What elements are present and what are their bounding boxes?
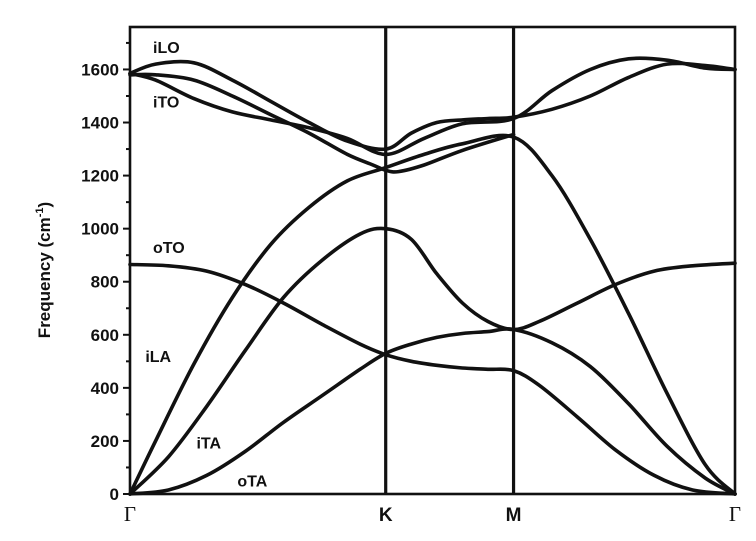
dispersion-branch-2 <box>128 56 737 157</box>
dispersion-branch-1 <box>128 59 737 152</box>
x-tick-label-1: Γ <box>124 502 136 526</box>
dispersion-branch-4 <box>128 133 737 496</box>
x-tick-label-2: K <box>379 505 393 526</box>
y-tick-label: 800 <box>91 273 119 292</box>
branch-label-oto: oTO <box>153 240 185 257</box>
dispersion-branch-5 <box>128 226 737 496</box>
y-tick-label: 1000 <box>81 220 119 239</box>
y-tick-label: 600 <box>91 326 119 345</box>
y-tick-label: 1600 <box>81 60 119 79</box>
y-tick-label: 400 <box>91 379 119 398</box>
dispersion-branch-6 <box>128 262 737 496</box>
x-tick-label-3: M <box>506 505 522 526</box>
branch-label-ota: oTA <box>237 474 267 491</box>
y-axis-label: Frequency (cm-1) <box>34 202 54 338</box>
y-tick-label: 200 <box>91 432 119 451</box>
y-axis-label-close: ) <box>35 202 54 208</box>
y-axis-ticks: 0 200 400 600 800 1000 1200 1400 1600 <box>81 41 130 504</box>
y-tick-label: 1200 <box>81 167 119 186</box>
x-tick-label-4: Γ <box>729 502 741 526</box>
y-tick-label: 1400 <box>81 114 119 133</box>
dispersion-curves <box>128 56 737 496</box>
branch-label-ito: iTO <box>153 94 179 111</box>
y-axis-label-main: Frequency (cm <box>35 217 54 338</box>
y-axis-label-superscript: -1 <box>34 207 46 217</box>
dispersion-branch-7 <box>128 327 737 496</box>
plot-frame <box>128 25 737 496</box>
high-symmetry-lines <box>384 27 516 494</box>
branch-labels: iLO iTO oTO iLA iTA oTA <box>145 40 267 491</box>
branch-label-ita: iTA <box>196 435 221 452</box>
dispersion-branch-3 <box>128 72 516 174</box>
y-tick-label: 0 <box>110 485 119 504</box>
branch-label-ilo: iLO <box>153 40 180 57</box>
branch-label-ila: iLA <box>145 349 171 366</box>
